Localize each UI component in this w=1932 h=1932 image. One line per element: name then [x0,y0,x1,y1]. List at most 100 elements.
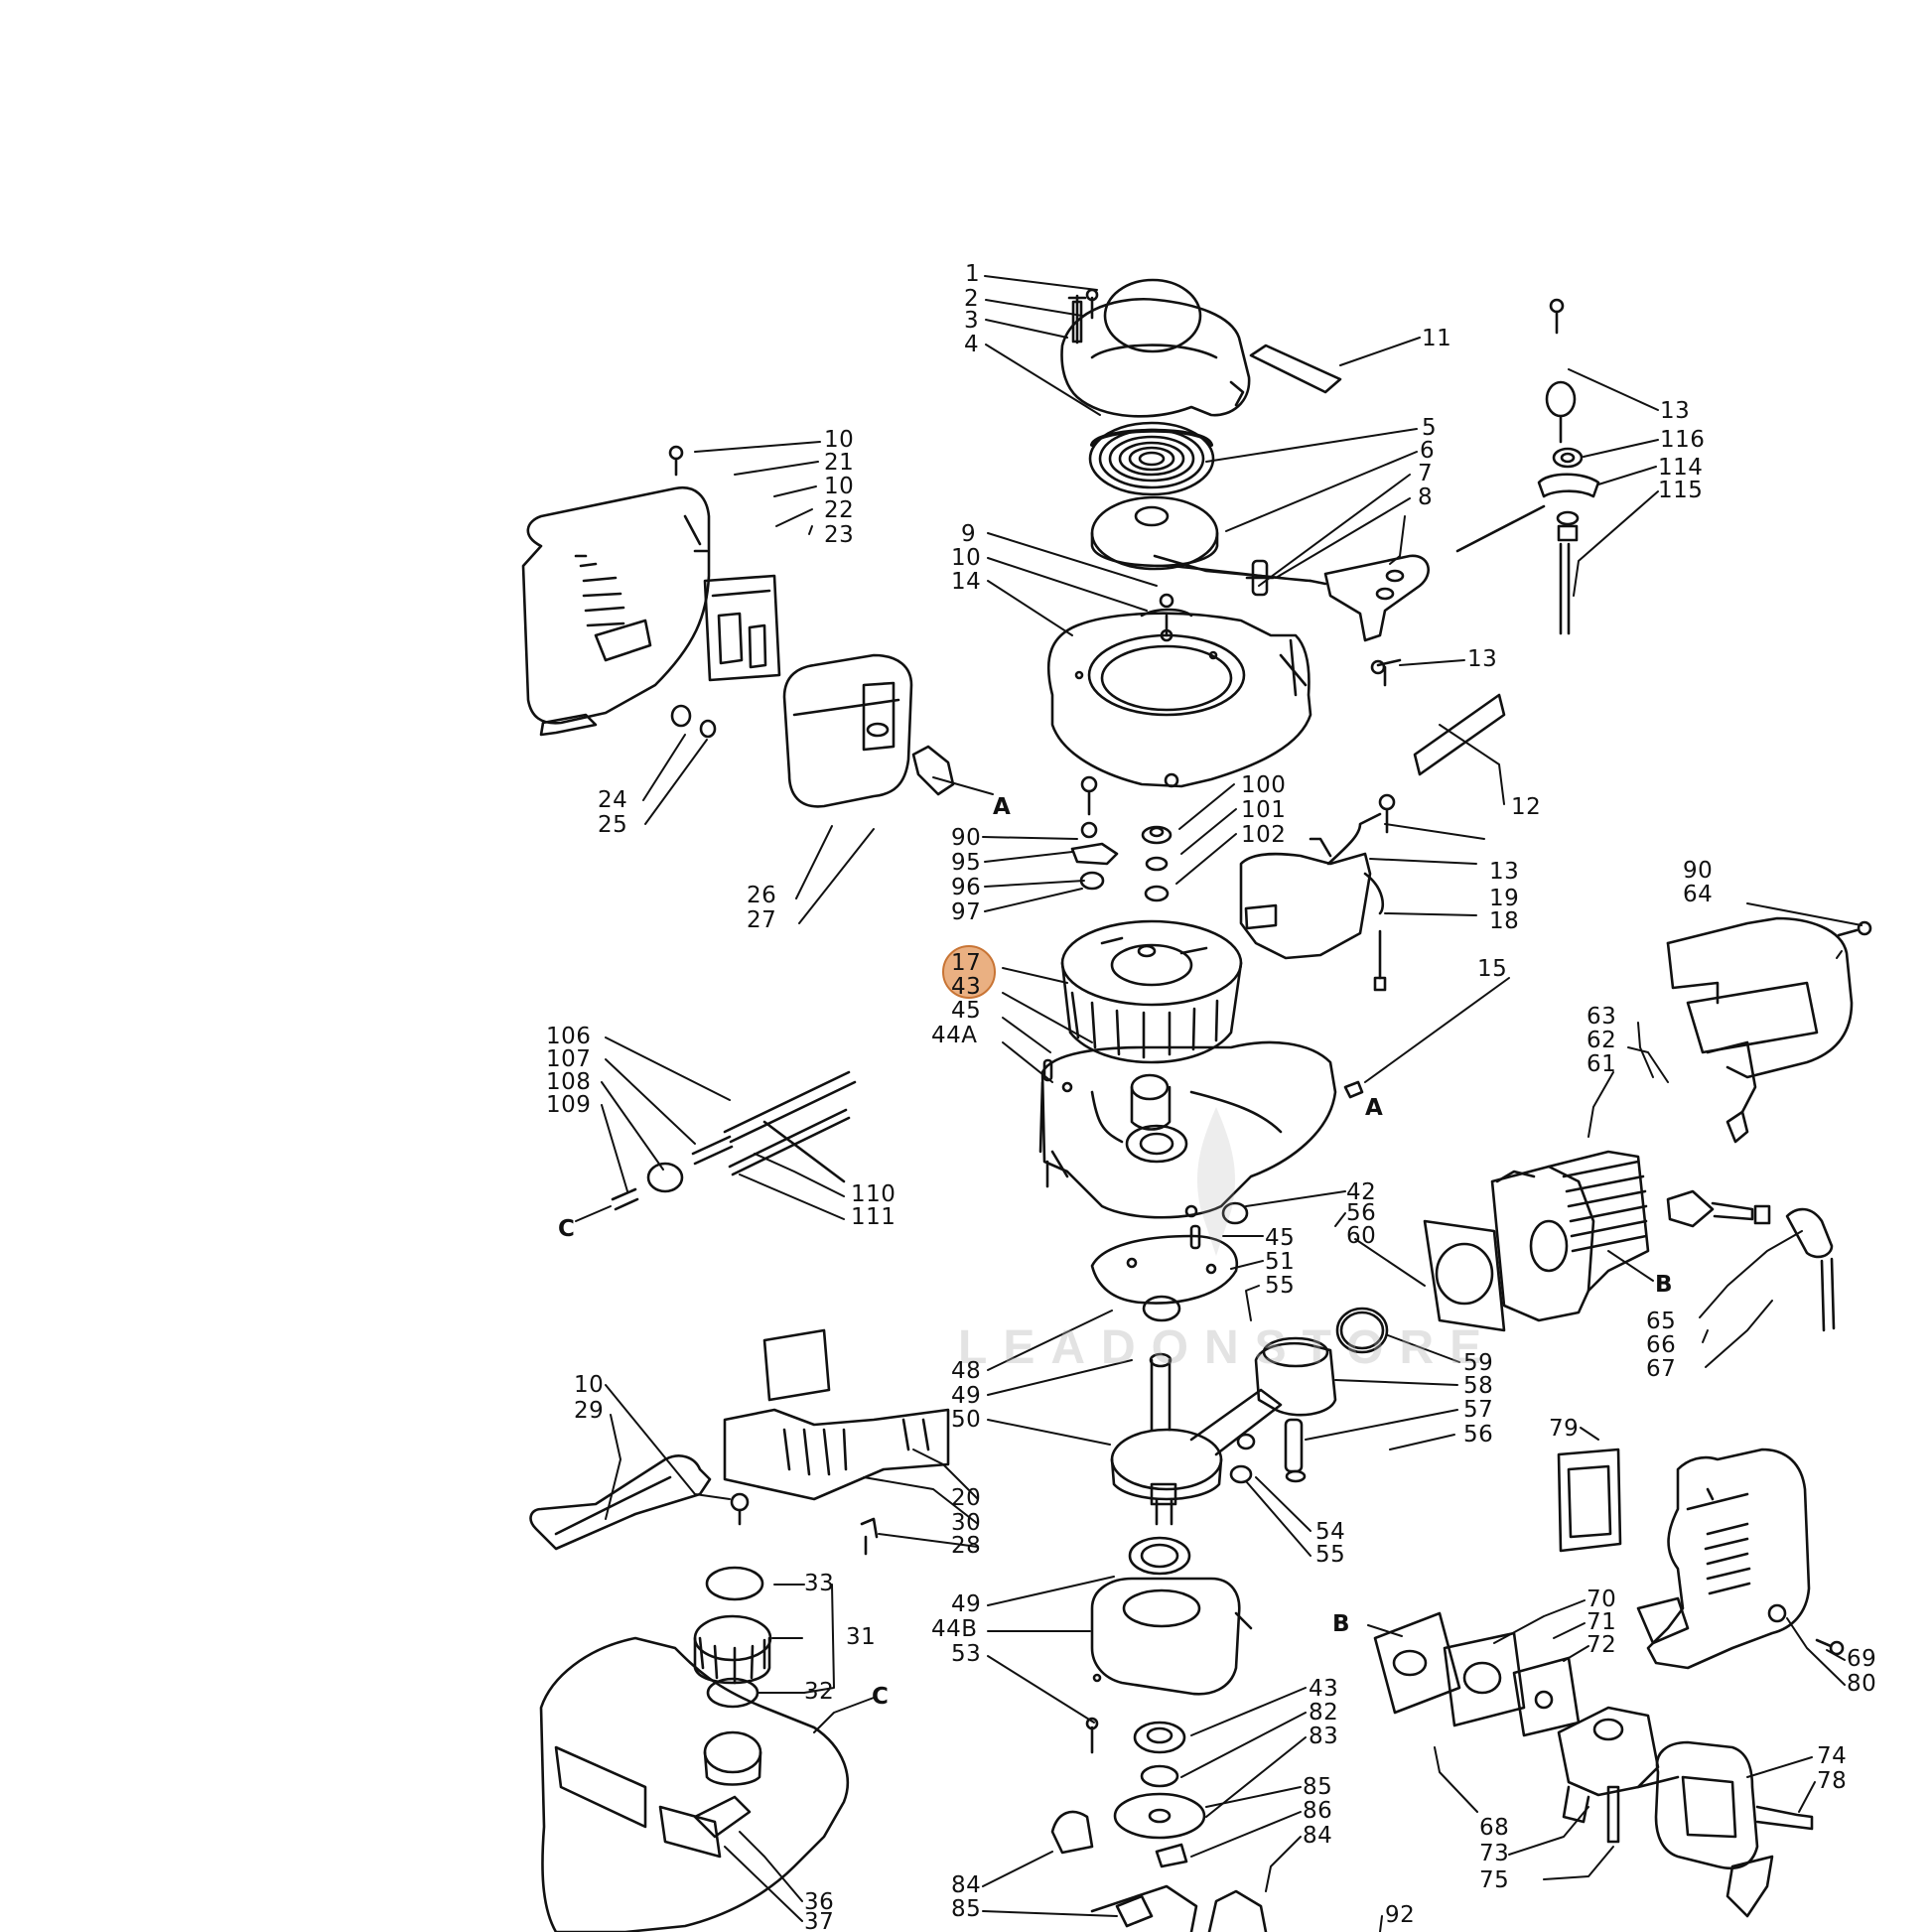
callout-label[interactable]: 96 [951,875,982,900]
callout-label[interactable]: 37 [804,1909,835,1932]
callout-label[interactable]: 72 [1587,1632,1617,1658]
callout-label[interactable]: 45 [1265,1225,1296,1251]
callout-label[interactable]: 63 [1587,1004,1617,1030]
callout-label[interactable]: 85 [951,1896,982,1922]
callout-label[interactable]: 23 [824,522,855,548]
callout-label[interactable]: 68 [1479,1815,1510,1841]
callout-label[interactable]: 14 [951,569,982,595]
callout-label[interactable]: 114 [1658,455,1704,481]
callout-label[interactable]: 13 [1660,398,1691,424]
callout-label[interactable]: 116 [1660,427,1706,453]
callout-label[interactable]: 8 [1418,484,1434,510]
callout-label[interactable]: 83 [1309,1724,1339,1749]
callout-label[interactable]: 53 [951,1641,982,1667]
callout-label[interactable]: 30 [951,1510,982,1536]
callout-label[interactable]: 10 [951,545,982,571]
callout-label[interactable]: 45 [951,998,982,1024]
callout-label[interactable]: 51 [1265,1249,1296,1275]
callout-label[interactable]: 22 [824,497,855,523]
callout-label[interactable]: 31 [846,1624,877,1650]
callout-label[interactable]: 10 [574,1372,605,1398]
callout-label[interactable]: 67 [1646,1356,1677,1382]
callout-label[interactable]: 73 [1479,1841,1510,1866]
callout-label[interactable]: 18 [1489,908,1520,934]
callout-label[interactable]: 90 [1683,858,1714,884]
callout-label[interactable]: 102 [1241,822,1287,848]
callout-label[interactable]: 64 [1683,882,1714,907]
callout-label[interactable]: 48 [951,1358,982,1384]
callout-label[interactable]: 32 [804,1679,835,1705]
callout-label[interactable]: 62 [1587,1028,1617,1053]
callout-label[interactable]: 43 [951,974,982,1000]
callout-label[interactable]: 115 [1658,478,1704,503]
callout-label[interactable]: 84 [1303,1823,1333,1849]
callout-label[interactable]: 84 [951,1872,982,1898]
callout-label[interactable]: C [558,1216,576,1242]
callout-label[interactable]: 55 [1315,1542,1346,1568]
callout-label[interactable]: 71 [1587,1609,1617,1635]
callout-label[interactable]: 58 [1463,1373,1494,1399]
callout-label[interactable]: 92 [1385,1902,1416,1928]
callout-label[interactable]: 19 [1489,886,1520,911]
callout-label[interactable]: B [1332,1611,1351,1637]
callout-label[interactable]: 4 [964,332,980,357]
callout-label[interactable]: 90 [951,825,982,851]
callout-label[interactable]: 109 [546,1092,592,1118]
callout-label[interactable]: 13 [1489,859,1520,885]
callout-label[interactable]: 25 [598,812,628,838]
callout-label[interactable]: 6 [1420,438,1436,464]
callout-label[interactable]: 3 [964,308,980,334]
callout-label[interactable]: 2 [964,286,980,312]
callout-label[interactable]: 20 [951,1485,982,1511]
callout-label[interactable]: 56 [1346,1200,1377,1226]
callout-label[interactable]: 111 [851,1204,897,1230]
callout-label[interactable]: 107 [546,1046,592,1072]
callout-label[interactable]: 61 [1587,1051,1617,1077]
callout-label[interactable]: 82 [1309,1700,1339,1725]
callout-label[interactable]: 106 [546,1024,592,1049]
callout-label[interactable]: 100 [1241,772,1287,798]
callout-label[interactable]: 74 [1817,1743,1848,1769]
callout-label[interactable]: 79 [1549,1416,1580,1442]
callout-label[interactable]: 85 [1303,1774,1333,1800]
callout-label[interactable]: 26 [747,883,777,908]
callout-label[interactable]: A [993,794,1012,820]
callout-label[interactable]: 69 [1847,1646,1877,1672]
callout-label[interactable]: 9 [961,521,977,547]
callout-label[interactable]: 56 [1463,1422,1494,1448]
callout-label[interactable]: 15 [1477,956,1508,982]
callout-label[interactable]: 36 [804,1889,835,1915]
callout-label[interactable]: 59 [1463,1350,1494,1376]
callout-label[interactable]: 10 [824,427,855,453]
callout-label[interactable]: 17 [951,950,982,976]
callout-label[interactable]: C [872,1684,890,1710]
callout-label[interactable]: 11 [1422,326,1452,351]
callout-label[interactable]: 13 [1467,646,1498,672]
callout-label[interactable]: 57 [1463,1397,1494,1423]
callout-label[interactable]: 44A [931,1023,978,1048]
callout-label[interactable]: 97 [951,899,982,925]
callout-label[interactable]: 54 [1315,1519,1346,1545]
callout-label[interactable]: 27 [747,907,777,933]
callout-label[interactable]: B [1655,1272,1674,1298]
callout-label[interactable]: 44B [931,1616,978,1642]
callout-label[interactable]: 49 [951,1383,982,1409]
callout-label[interactable]: 5 [1422,415,1438,441]
callout-label[interactable]: 29 [574,1398,605,1424]
callout-label[interactable]: 70 [1587,1587,1617,1612]
callout-label[interactable]: 1 [965,261,981,287]
callout-label[interactable]: 86 [1303,1798,1333,1824]
callout-label[interactable]: 21 [824,450,855,476]
callout-label[interactable]: 101 [1241,797,1287,823]
callout-label[interactable]: 95 [951,850,982,876]
callout-label[interactable]: 65 [1646,1309,1677,1334]
callout-label[interactable]: 10 [824,474,855,499]
callout-label[interactable]: 75 [1479,1867,1510,1893]
callout-label[interactable]: 55 [1265,1273,1296,1299]
callout-label[interactable]: 80 [1847,1671,1877,1697]
callout-label[interactable]: 33 [804,1571,835,1596]
callout-label[interactable]: 12 [1511,794,1542,820]
callout-label[interactable]: A [1365,1095,1384,1121]
callout-label[interactable]: 49 [951,1591,982,1617]
callout-label[interactable]: 42 [1346,1179,1377,1205]
